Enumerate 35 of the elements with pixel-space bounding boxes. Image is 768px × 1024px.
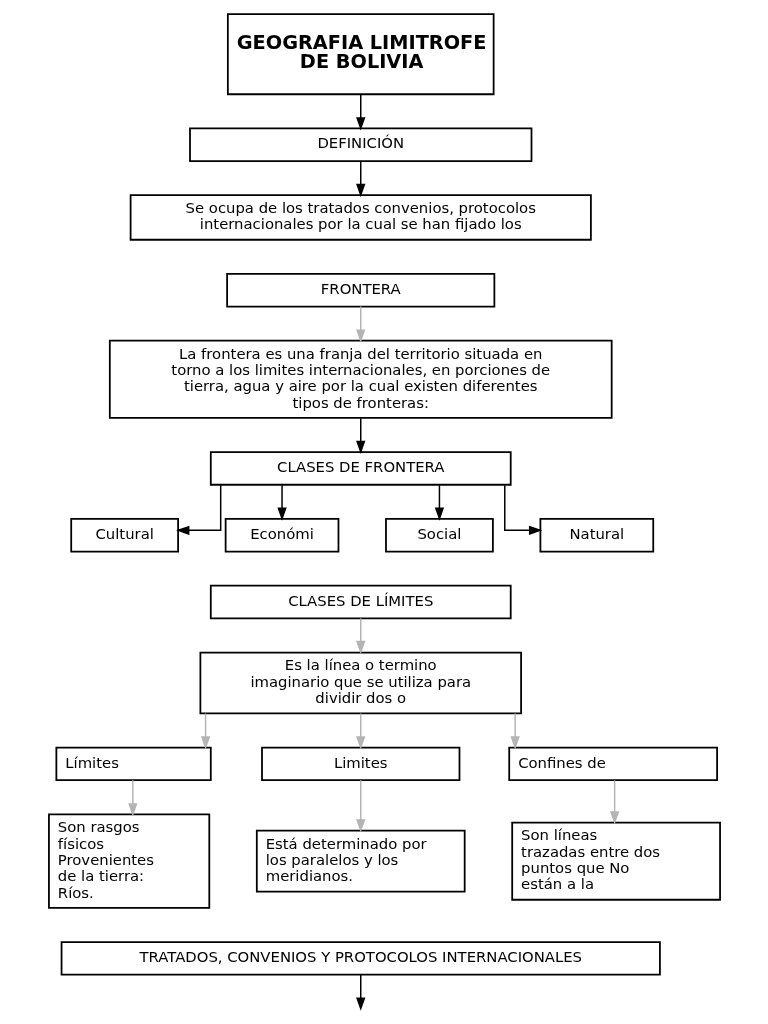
arrow [355, 93, 365, 131]
arrow [355, 712, 365, 750]
node-box: Son líneas trazadas entre dos puntos que No están a la [510, 821, 721, 901]
arrow [355, 617, 365, 655]
node-box: Se ocupa de los tratados convenios, protocolos internacionales por la cual se han fijado los [129, 194, 592, 241]
node-box: Limites [260, 746, 460, 782]
node-box: FRONTERA [225, 273, 495, 308]
arrow [200, 712, 210, 750]
node-box: Económi [224, 518, 339, 553]
arrow [355, 779, 365, 833]
arrow [355, 160, 365, 198]
arrow [355, 974, 365, 1011]
node-box: GEOGRAFIA LIMITROFE DE BOLIVIA [226, 13, 494, 96]
arrow [609, 779, 619, 825]
node-box: Son rasgos físicos Provenientes de la tierra: Ríos. [47, 813, 210, 909]
arrow [434, 484, 444, 521]
node-box: DEFINICIÓN [188, 127, 532, 162]
arrow [175, 484, 221, 536]
node-box: La frontera es una franja del territorio situada en torno a los limites internacionales, en porciones de tierra, agua y aire por la cual existen diferentes tipos de fronteras: [108, 339, 613, 419]
node-box: TRATADOS, CONVENIOS Y PROTOCOLOS INTERNACIONALES [60, 941, 661, 976]
node-box: Natural [539, 518, 654, 553]
arrow [503, 484, 542, 536]
node-box: Es la línea o termino imaginario que se utiliza para dividir dos o [199, 651, 522, 715]
arrow [276, 484, 287, 521]
arrow [355, 305, 365, 343]
node-box: CLASES DE FRONTERA [209, 451, 512, 486]
arrow [127, 779, 137, 817]
node-box: Social [384, 518, 494, 553]
node-box: Límites [54, 746, 212, 782]
node-box: Está determinado por los paralelos y los meridianos. [255, 829, 466, 893]
arrow [509, 712, 520, 750]
node-box: Confines de [507, 746, 718, 782]
node-box: Cultural [69, 518, 179, 553]
arrow [355, 417, 365, 455]
node-box: CLASES DE LÍMITES [209, 584, 512, 620]
